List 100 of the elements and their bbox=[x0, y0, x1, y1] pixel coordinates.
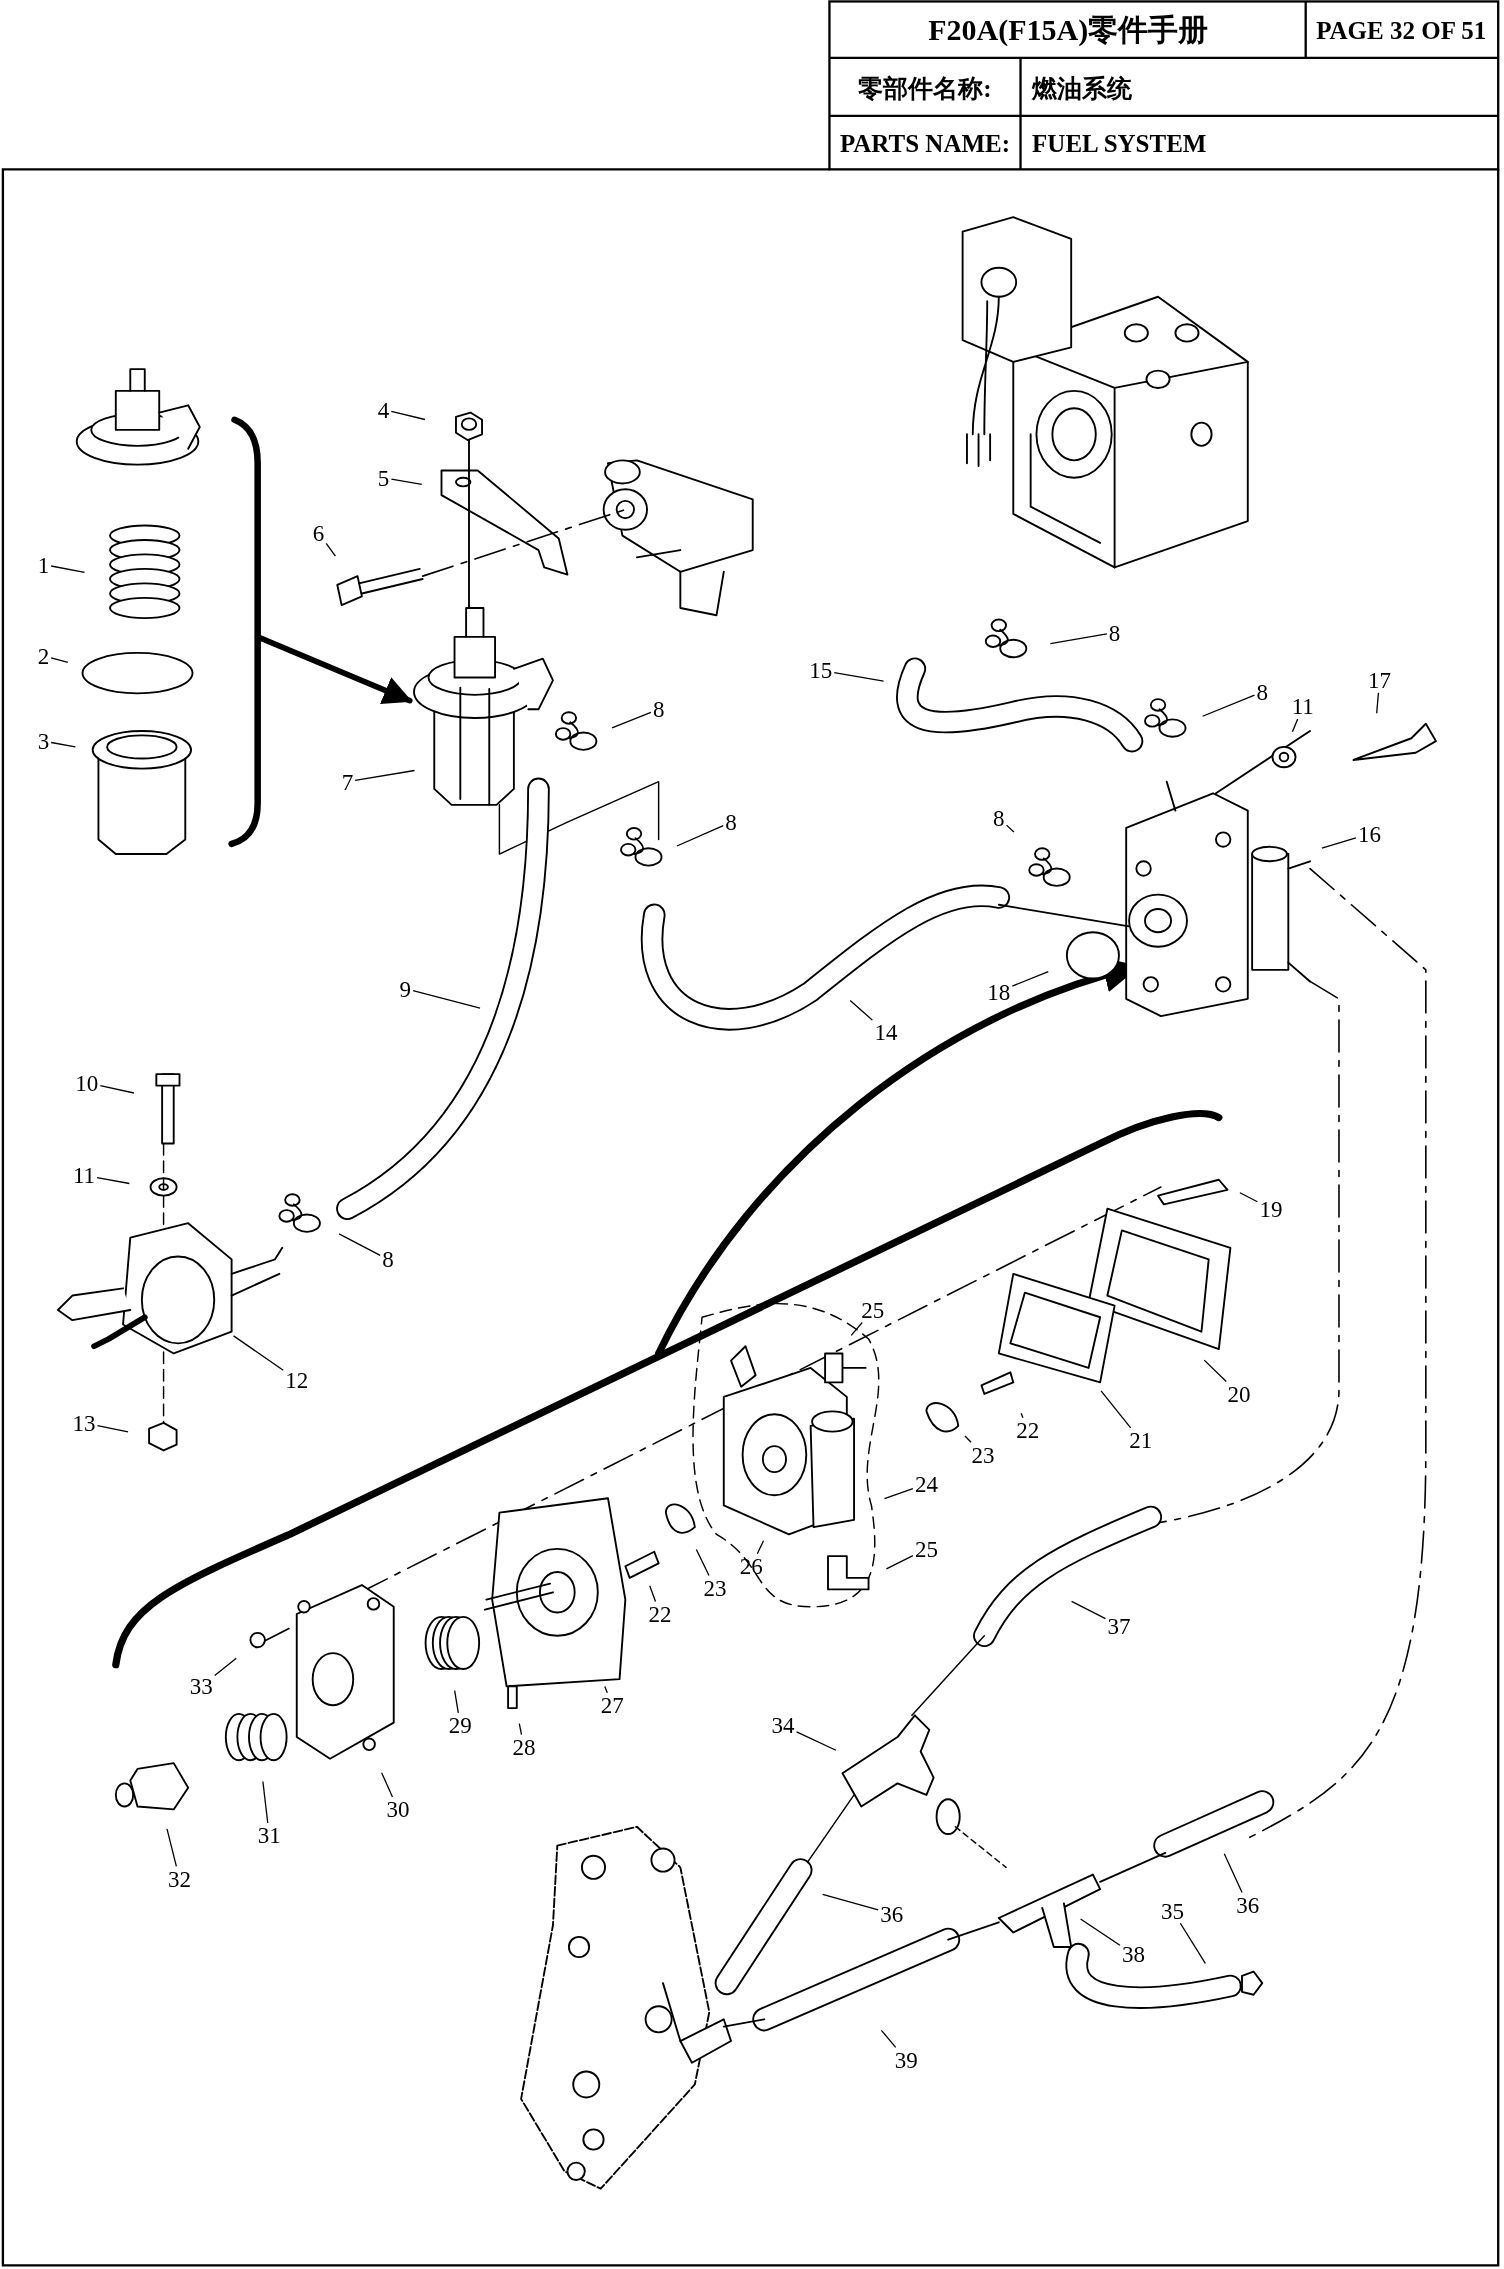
leader-line bbox=[214, 1657, 237, 1677]
callout-number: 37 bbox=[1106, 1614, 1132, 1638]
callout-number: 12 bbox=[284, 1368, 310, 1391]
leader-line bbox=[50, 565, 86, 574]
callout-number: 23 bbox=[970, 1443, 996, 1467]
callout-number: 39 bbox=[893, 2048, 919, 2072]
callout-number: 31 bbox=[256, 1824, 282, 1847]
callout-number: 3 bbox=[36, 729, 51, 753]
leader-line bbox=[1203, 1359, 1227, 1383]
leader-line bbox=[833, 671, 885, 682]
callout-number: 8 bbox=[1255, 680, 1269, 704]
page-number: PAGE 32 OF 51 bbox=[1316, 17, 1487, 43]
leader-line bbox=[1100, 1390, 1132, 1429]
leader-line bbox=[695, 1548, 710, 1577]
header-title: F20A(F15A)零件手册 bbox=[928, 15, 1209, 46]
leader-line bbox=[354, 769, 416, 782]
leader-line bbox=[262, 1780, 269, 1824]
leader-line bbox=[99, 1085, 135, 1094]
leader-line bbox=[1005, 824, 1015, 833]
callout-number: 25 bbox=[860, 1298, 886, 1322]
callout-number: 32 bbox=[167, 1867, 192, 1891]
leader-line bbox=[611, 711, 652, 729]
field-value: FUEL SYSTEM bbox=[1032, 130, 1207, 156]
callout-number: 8 bbox=[724, 810, 738, 834]
leader-line bbox=[1239, 1192, 1259, 1203]
callout-number: 10 bbox=[74, 1071, 100, 1095]
callout-number: 36 bbox=[1235, 1893, 1261, 1917]
leader-line bbox=[1020, 1412, 1024, 1419]
callout-number: 5 bbox=[376, 466, 391, 490]
leader-line bbox=[676, 824, 724, 847]
leader-line bbox=[756, 1540, 765, 1555]
leader-line bbox=[166, 1828, 177, 1868]
callout-number: 7 bbox=[340, 770, 355, 794]
leader-line bbox=[325, 542, 337, 557]
leader-line bbox=[1223, 1853, 1243, 1894]
leader-line bbox=[1291, 718, 1299, 733]
leader-line bbox=[50, 741, 77, 748]
callout-number: 1 bbox=[36, 553, 51, 577]
leader-line bbox=[850, 1321, 863, 1337]
leader-line bbox=[604, 1685, 608, 1694]
callout-number: 35 bbox=[1160, 1899, 1185, 1923]
callout-number: 21 bbox=[1128, 1428, 1154, 1452]
leader-line bbox=[1376, 692, 1380, 714]
callout-number: 9 bbox=[398, 977, 413, 1001]
callout-number: 36 bbox=[879, 1902, 905, 1926]
leader-line bbox=[390, 478, 423, 486]
leader-line bbox=[885, 1554, 914, 1570]
callout-number: 8 bbox=[651, 697, 666, 721]
callout-number: 18 bbox=[986, 980, 1012, 1004]
callout-number: 22 bbox=[647, 1602, 673, 1626]
leader-line bbox=[1079, 1918, 1121, 1946]
leader-line bbox=[50, 657, 69, 663]
callout-number: 22 bbox=[1015, 1418, 1041, 1442]
callout-number: 19 bbox=[1258, 1197, 1284, 1221]
field-label: 零部件名称: bbox=[858, 75, 992, 101]
callout-number: 17 bbox=[1367, 668, 1392, 692]
callout-number: 26 bbox=[738, 1554, 764, 1578]
leader-line bbox=[454, 1690, 459, 1714]
leader-line bbox=[1049, 633, 1108, 645]
leader-line bbox=[795, 1731, 837, 1751]
callout-number: 11 bbox=[1290, 694, 1315, 718]
leader-line bbox=[338, 1233, 381, 1256]
leader-line bbox=[390, 410, 426, 421]
callout-number: 30 bbox=[385, 1797, 411, 1821]
callout-number: 23 bbox=[702, 1576, 728, 1600]
callout-number: 13 bbox=[71, 1411, 97, 1435]
leader-line bbox=[964, 1435, 972, 1443]
callout-number: 38 bbox=[1120, 1942, 1146, 1966]
callout-number: 8 bbox=[992, 806, 1006, 830]
callout-number: 28 bbox=[511, 1735, 537, 1759]
leader-line bbox=[96, 1425, 129, 1433]
callout-number: 29 bbox=[447, 1713, 473, 1737]
callout-number: 2 bbox=[36, 644, 51, 668]
leader-line bbox=[883, 1487, 914, 1500]
callout-number: 24 bbox=[913, 1472, 939, 1496]
callout-number: 4 bbox=[376, 398, 391, 422]
field-value: 燃油系统 bbox=[1032, 75, 1133, 101]
callout-number: 15 bbox=[808, 658, 834, 682]
leader-line bbox=[1070, 1600, 1107, 1620]
leader-line bbox=[1179, 1922, 1206, 1964]
callout-number: 27 bbox=[599, 1693, 625, 1717]
callout-number: 20 bbox=[1226, 1382, 1252, 1406]
leader-line bbox=[849, 999, 874, 1021]
leader-line bbox=[381, 1772, 394, 1798]
field-label: PARTS NAME: bbox=[839, 130, 1011, 156]
leader-line bbox=[822, 1893, 879, 1911]
leader-line bbox=[232, 1335, 284, 1371]
callout-number: 8 bbox=[1107, 621, 1122, 645]
leader-line bbox=[412, 990, 481, 1009]
callout-number: 25 bbox=[913, 1537, 939, 1561]
callout-number: 34 bbox=[770, 1713, 796, 1737]
callout-number: 14 bbox=[873, 1020, 899, 1044]
leader-line bbox=[518, 1723, 523, 1736]
leader-line bbox=[96, 1177, 131, 1185]
callout-number: 8 bbox=[381, 1247, 395, 1271]
leader-line bbox=[1011, 970, 1049, 987]
callout-number: 6 bbox=[311, 521, 326, 545]
leader-line bbox=[880, 2029, 897, 2048]
leader-line bbox=[1201, 694, 1256, 717]
callout-number: 16 bbox=[1356, 822, 1382, 846]
